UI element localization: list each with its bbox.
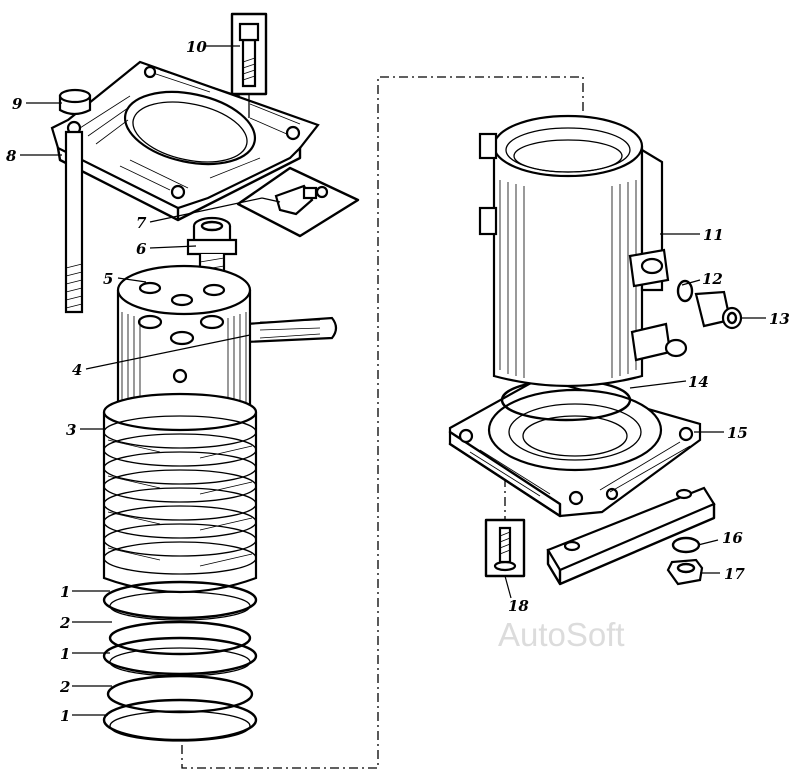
- fitting-detail-frame: [236, 166, 360, 238]
- callout-12: 12: [702, 270, 723, 288]
- long-bolt: [58, 88, 92, 314]
- callout-9: 9: [12, 95, 23, 113]
- base-flange: [448, 376, 702, 518]
- callout-16: 16: [722, 529, 743, 547]
- cylinder-housing: [478, 114, 688, 388]
- callout-11: 11: [703, 226, 724, 244]
- screw-frame: [484, 518, 526, 578]
- callout-1-upper: 1: [60, 583, 70, 601]
- spring-washer: [671, 536, 701, 554]
- plate-stack: [102, 392, 258, 594]
- callout-1-lower: 1: [60, 707, 70, 725]
- lever: [244, 316, 338, 344]
- callout-2-lower: 2: [59, 678, 70, 696]
- callout-15: 15: [727, 424, 748, 442]
- callout-labels: 1 2 1 2 1 3 4 5 6 7 8 9 10 11 12 13 14 1…: [6, 38, 790, 725]
- callout-4: 4: [72, 361, 82, 379]
- callout-17: 17: [724, 565, 745, 583]
- callout-6: 6: [136, 240, 147, 258]
- union-fitting: [694, 290, 743, 330]
- callout-10: 10: [186, 38, 207, 56]
- callout-3: 3: [66, 421, 76, 439]
- washer-ring: [676, 279, 694, 303]
- hex-nut: [666, 558, 704, 586]
- callout-18: 18: [508, 597, 529, 615]
- callout-8: 8: [6, 147, 17, 165]
- callout-7: 7: [136, 214, 147, 232]
- watermark: AutoSoft: [498, 616, 625, 653]
- callout-1-middle: 1: [60, 645, 70, 663]
- callout-5: 5: [103, 270, 113, 288]
- leader-lines: [20, 45, 766, 716]
- callout-2-upper: 2: [59, 614, 70, 632]
- callout-13: 13: [769, 310, 790, 328]
- small-bolt-frame: [230, 12, 268, 118]
- assembly-axis-line: [181, 76, 584, 769]
- callout-14: 14: [688, 373, 709, 391]
- ring-and-seal-stack: [102, 580, 258, 742]
- mounting-bar: [546, 486, 716, 586]
